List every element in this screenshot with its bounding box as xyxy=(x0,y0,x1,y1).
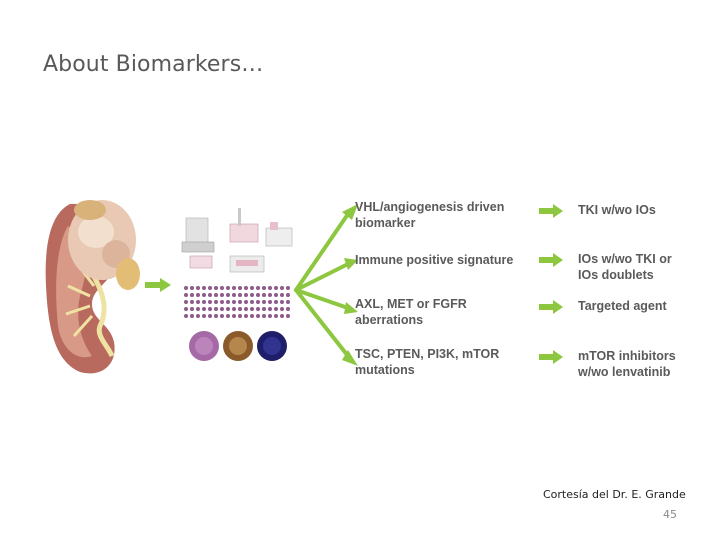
biomarker-label: Immune positive signature xyxy=(355,253,513,269)
treatment-label: IOs w/wo TKI or IOs doublets xyxy=(578,252,672,283)
page-number: 45 xyxy=(663,508,677,521)
fan-arrows-icon xyxy=(294,204,358,366)
treatment-line: w/wo lenvatinib xyxy=(578,364,671,379)
biomarker-line: VHL/angiogenesis driven xyxy=(355,200,505,214)
arrow-icon xyxy=(145,278,171,292)
treatment-label: mTOR inhibitors w/wo lenvatinib xyxy=(578,349,676,380)
biomarker-label: AXL, MET or FGFR aberrations xyxy=(355,297,467,328)
arrow-icon xyxy=(539,350,563,364)
treatment-line: mTOR inhibitors xyxy=(578,349,676,363)
treatment-line: TKI w/wo IOs xyxy=(578,203,656,217)
tissue-microarray-icon xyxy=(182,284,294,322)
biomarker-line: AXL, MET or FGFR xyxy=(355,297,467,311)
arrow-icon xyxy=(539,300,563,314)
biomarker-line: Immune positive signature xyxy=(355,253,514,267)
lab-workflow-illustration-icon xyxy=(181,208,294,361)
stained-cells-icon xyxy=(189,331,287,361)
biomarker-line: biomarker xyxy=(355,215,416,230)
biomarker-label: TSC, PTEN, PI3K, mTOR mutations xyxy=(355,347,499,378)
biomarker-line: TSC, PTEN, PI3K, mTOR xyxy=(355,347,500,361)
slide-title: About Biomarkers… xyxy=(43,52,264,77)
biomarker-line: mutations xyxy=(355,362,415,377)
treatment-line: IOs doublets xyxy=(578,267,654,282)
arrow-icon xyxy=(539,204,563,218)
biomarker-label: VHL/angiogenesis driven biomarker xyxy=(355,200,504,231)
kidney-illustration-icon xyxy=(45,200,140,374)
treatment-label: Targeted agent xyxy=(578,299,667,315)
treatment-line: IOs w/wo TKI or xyxy=(578,252,672,266)
biomarker-line: aberrations xyxy=(355,312,424,327)
treatment-line: Targeted agent xyxy=(578,299,667,313)
arrow-icon xyxy=(539,253,563,267)
footer-credit: Cortesía del Dr. E. Grande xyxy=(543,488,686,501)
treatment-label: TKI w/wo IOs xyxy=(578,203,656,219)
